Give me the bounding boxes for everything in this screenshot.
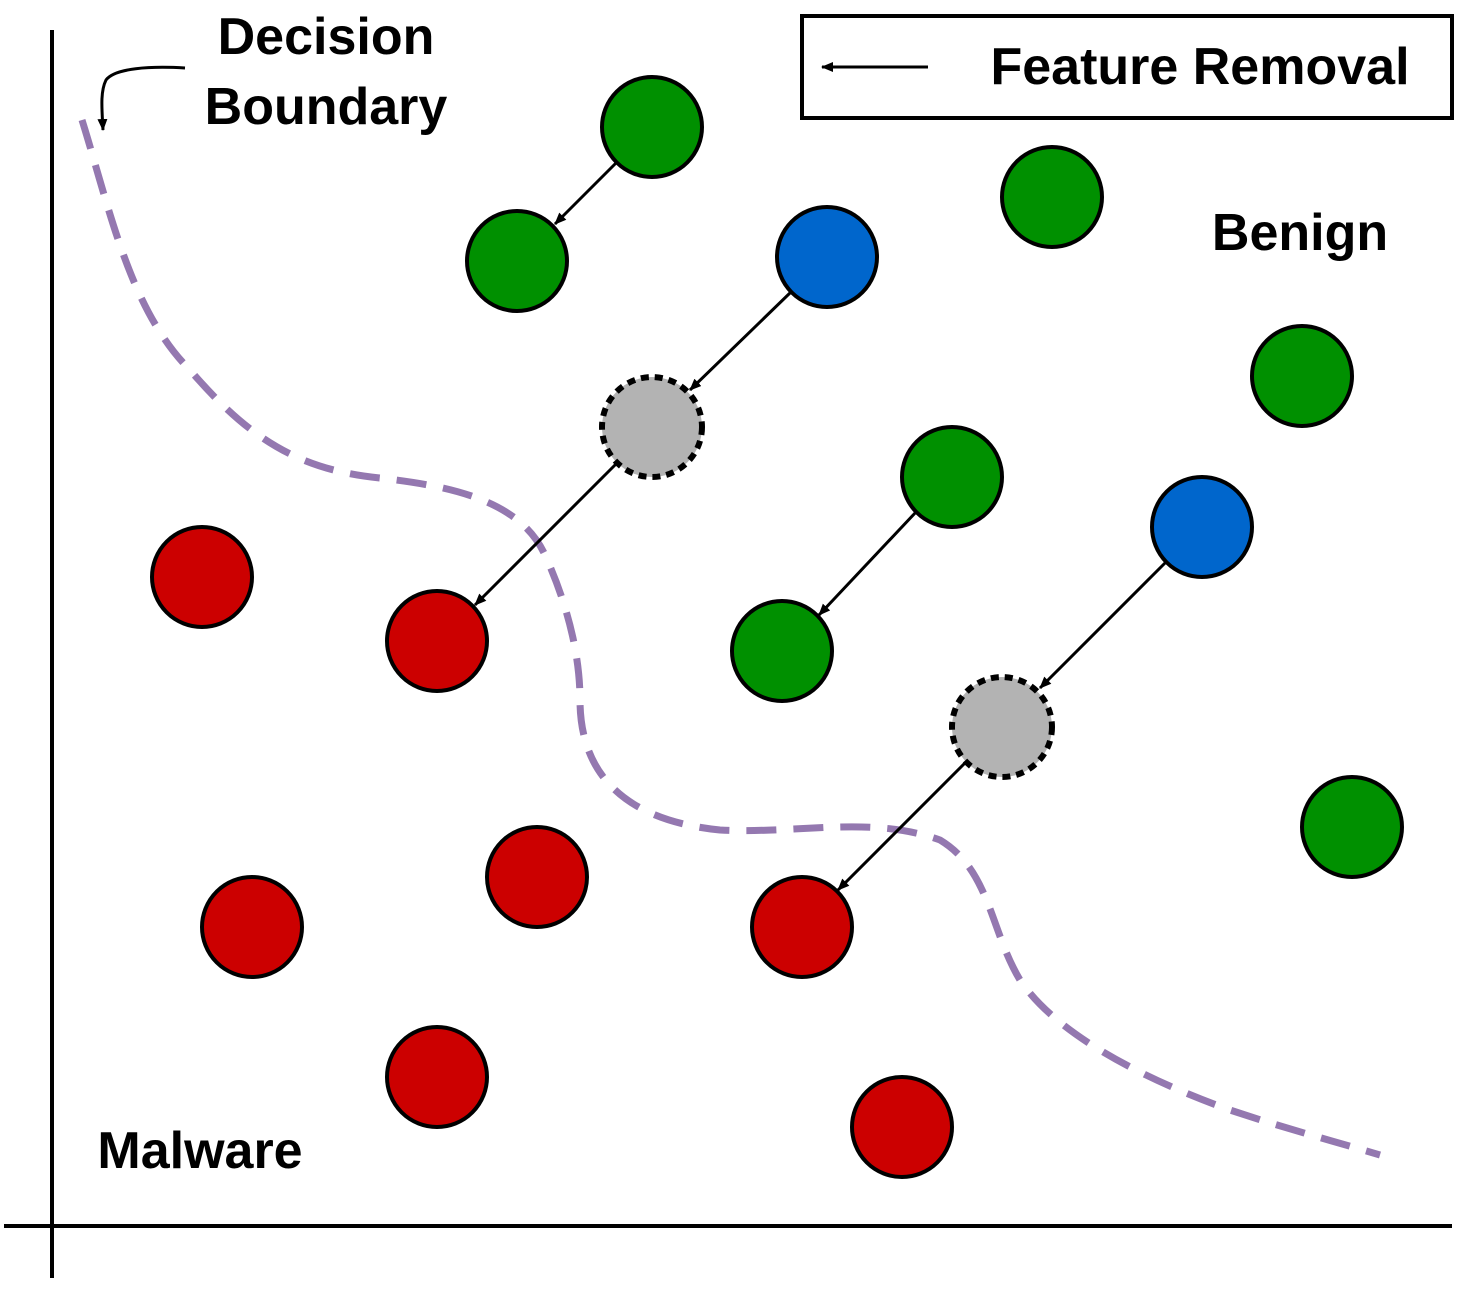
decision-boundary-label-line2: Boundary xyxy=(205,78,448,136)
malware-point xyxy=(750,875,854,979)
removal-arrow xyxy=(1038,560,1168,690)
benign-point xyxy=(1300,775,1404,879)
benign-region-label: Benign xyxy=(1212,204,1388,262)
benign-point xyxy=(600,75,704,179)
malware-point xyxy=(850,1075,954,1179)
feature-removal-arrows xyxy=(473,160,1168,892)
adversarial-points xyxy=(775,205,1254,579)
malware-region-label: Malware xyxy=(97,1122,302,1180)
malware-points xyxy=(150,525,954,1179)
benign-point xyxy=(730,599,834,703)
boundary-pointer-arrow xyxy=(97,65,186,131)
decision-boundary-label-line1: Decision xyxy=(218,8,435,66)
adversarial-point xyxy=(775,205,879,309)
decision-boundary xyxy=(78,118,1382,1159)
benign-points xyxy=(465,75,1404,879)
removal-arrow xyxy=(553,160,619,226)
malware-point xyxy=(485,825,589,929)
intermediate-point xyxy=(599,374,705,480)
legend-label: Feature Removal xyxy=(990,38,1409,96)
removal-arrow xyxy=(473,461,619,607)
removal-arrow xyxy=(836,760,968,892)
malware-point xyxy=(200,875,304,979)
malware-point xyxy=(385,1025,489,1129)
adversarial-point xyxy=(1150,475,1254,579)
removal-arrow xyxy=(817,510,918,617)
benign-point xyxy=(1250,324,1354,428)
benign-point xyxy=(465,209,569,313)
removal-arrow xyxy=(688,290,793,392)
intermediate-point xyxy=(949,674,1055,780)
malware-point xyxy=(150,525,254,629)
benign-point xyxy=(900,425,1004,529)
benign-point xyxy=(1000,145,1104,249)
legend: Feature Removal xyxy=(800,14,1454,120)
malware-point xyxy=(385,589,489,693)
intermediate-points xyxy=(599,374,1055,780)
